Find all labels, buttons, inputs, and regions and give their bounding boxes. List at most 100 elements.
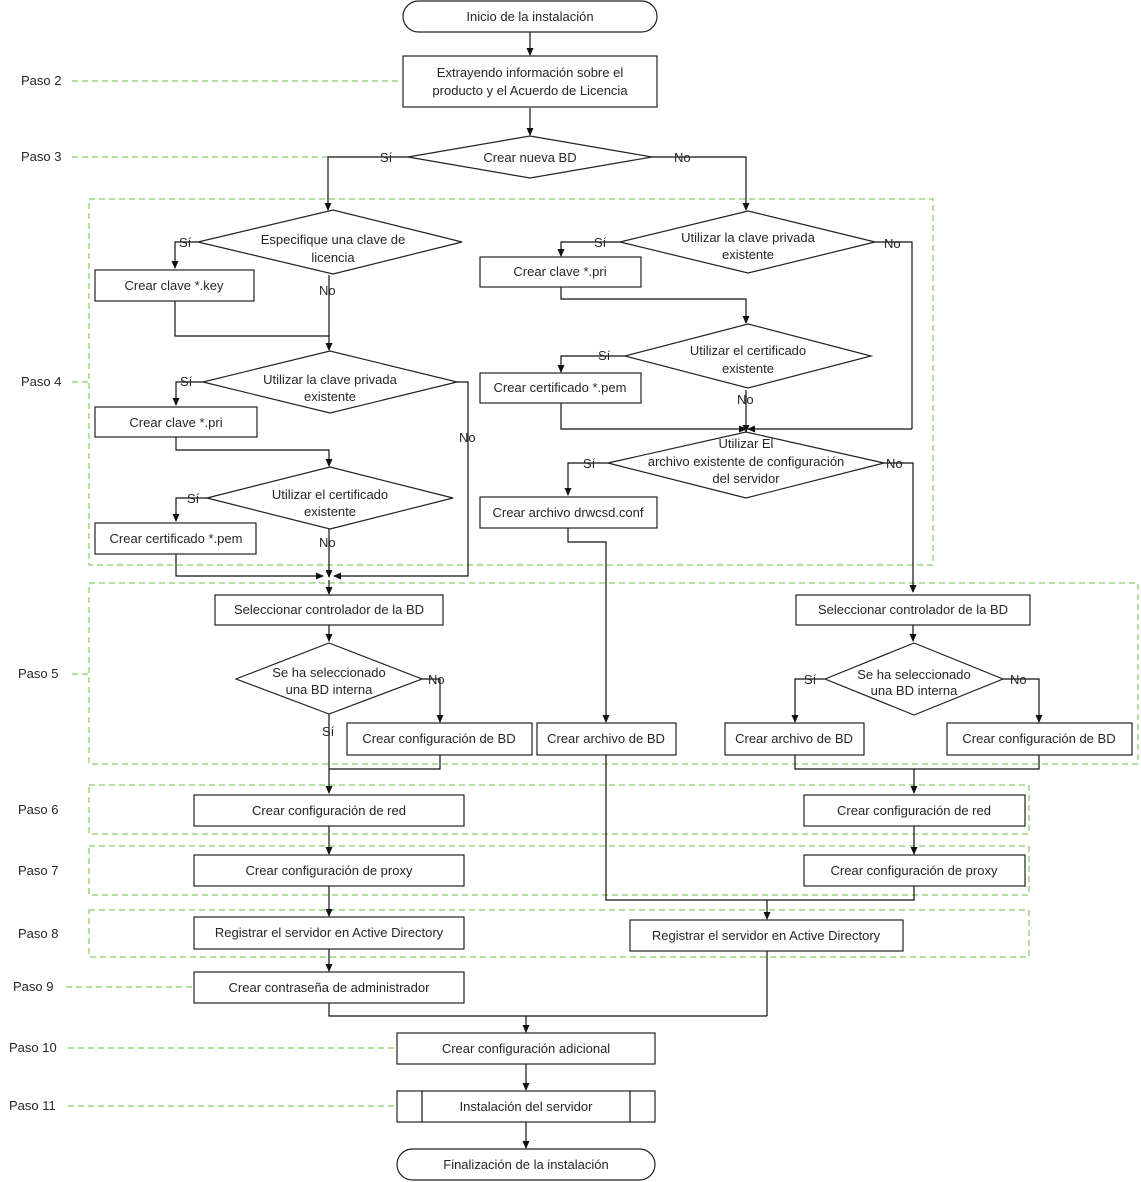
step-label-7: Paso 7 (18, 863, 58, 878)
create-key-label: Crear clave *.key (125, 278, 224, 293)
select-driver-box-right (795, 594, 1031, 626)
create-pem-box-right (479, 372, 642, 404)
yes-label: Sí (322, 724, 335, 739)
step-label-8: Paso 8 (18, 926, 58, 941)
extract-info-box (402, 55, 658, 108)
private-key-decision-right (619, 210, 876, 274)
create-pri-label-right: Crear clave *.pri (513, 264, 606, 279)
private-key-label-right: existente (722, 247, 774, 262)
db-file-box-right (724, 722, 865, 756)
certificate-label-right: Utilizar el certificado (690, 343, 806, 358)
db-config-box-left (346, 722, 533, 756)
step-label-2: Paso 2 (21, 73, 61, 88)
license-key-label: licencia (311, 250, 355, 265)
license-key-decision (197, 209, 463, 275)
config-file-label: archivo existente de configuración (648, 454, 845, 469)
step-label-9: Paso 9 (13, 979, 53, 994)
network-config-box-left (193, 794, 465, 827)
select-driver-label-right: Seleccionar controlador de la BD (818, 602, 1008, 617)
select-driver-label-left: Seleccionar controlador de la BD (234, 602, 424, 617)
yes-label: Sí (180, 374, 193, 389)
active-directory-box-right (629, 919, 904, 952)
step-regions (88, 198, 1139, 958)
no-label: No (737, 392, 754, 407)
branch-labels: Sí No Sí No Sí No Sí No Sí No Sí No Sí N… (179, 150, 1027, 739)
db-file-label-mid: Crear archivo de BD (547, 731, 665, 746)
create-pri-box-left (94, 406, 258, 438)
proxy-config-box-left (193, 854, 465, 887)
certificate-label-left: existente (304, 504, 356, 519)
network-config-label-right: Crear configuración de red (837, 803, 991, 818)
db-file-box-mid (536, 722, 677, 756)
network-config-label-left: Crear configuración de red (252, 803, 406, 818)
internal-db-label-left: una BD interna (286, 682, 373, 697)
step-4-region (88, 198, 934, 566)
create-pri-box-right (479, 256, 642, 288)
create-conf-file-box (479, 496, 658, 529)
extra-config-label: Crear configuración adicional (442, 1041, 610, 1056)
private-key-label-left: existente (304, 389, 356, 404)
select-driver-box-left (214, 594, 444, 626)
step-label-5: Paso 5 (18, 666, 58, 681)
step-label-4: Paso 4 (21, 374, 61, 389)
admin-password-label: Crear contraseña de administrador (229, 980, 431, 995)
internal-db-label-left: Se ha seleccionado (272, 665, 385, 680)
certificate-label-left: Utilizar el certificado (272, 487, 388, 502)
yes-label: Sí (804, 672, 817, 687)
no-label: No (1010, 672, 1027, 687)
create-key-box (94, 269, 255, 302)
no-label: No (884, 236, 901, 251)
no-label: No (428, 672, 445, 687)
end-terminal (396, 1148, 656, 1181)
step-labels: Paso 2 Paso 3 Paso 4 Paso 5 Paso 6 Paso … (9, 73, 400, 1113)
active-directory-label-left: Registrar el servidor en Active Director… (215, 925, 444, 940)
step-5-region (88, 582, 1139, 765)
no-label: No (886, 456, 903, 471)
certificate-label-right: existente (722, 361, 774, 376)
no-label: No (459, 430, 476, 445)
create-pem-label-right: Crear certificado *.pem (494, 380, 627, 395)
create-db-label: Crear nueva BD (483, 150, 576, 165)
create-db-decision (407, 135, 653, 179)
no-label: No (319, 535, 336, 550)
step-8-region (88, 909, 1030, 958)
server-install-label: Instalación del servidor (460, 1099, 594, 1114)
create-pem-label-left: Crear certificado *.pem (110, 531, 243, 546)
step-label-6: Paso 6 (18, 802, 58, 817)
db-file-label-right: Crear archivo de BD (735, 731, 853, 746)
step-label-11: Paso 11 (9, 1098, 56, 1113)
db-config-label-right: Crear configuración de BD (962, 731, 1115, 746)
connectors (171, 32, 1043, 1149)
extract-info-label: Extrayendo información sobre el (437, 65, 624, 80)
proxy-config-label-right: Crear configuración de proxy (831, 863, 998, 878)
network-config-box-right (803, 794, 1026, 827)
internal-db-label-right: una BD interna (871, 683, 958, 698)
yes-label: Sí (179, 235, 192, 250)
nodes: Inicio de la instalación Extrayendo info… (94, 0, 1133, 1181)
certificate-decision-right (622, 323, 874, 389)
yes-label: Sí (594, 235, 607, 250)
db-config-label-left: Crear configuración de BD (362, 731, 515, 746)
private-key-label-right: Utilizar la clave privada (681, 230, 815, 245)
active-directory-label-right: Registrar el servidor en Active Director… (652, 928, 881, 943)
step-7-region (88, 845, 1030, 896)
create-conf-file-label: Crear archivo drwcsd.conf (493, 505, 644, 520)
create-pri-label-left: Crear clave *.pri (129, 415, 222, 430)
license-key-label: Especifique una clave de (261, 232, 406, 247)
internal-db-decision-right (823, 642, 1005, 716)
yes-label: Sí (380, 150, 393, 165)
db-config-box-right (946, 722, 1133, 756)
extract-info-label: producto y el Acuerdo de Licencia (432, 83, 628, 98)
end-label: Finalización de la instalación (443, 1157, 608, 1172)
step-label-10: Paso 10 (9, 1040, 57, 1055)
yes-label: Sí (583, 456, 596, 471)
yes-label: Sí (598, 348, 611, 363)
server-install-box (396, 1090, 656, 1123)
proxy-config-label-left: Crear configuración de proxy (246, 863, 413, 878)
start-label: Inicio de la instalación (466, 9, 593, 24)
internal-db-decision-left (234, 642, 424, 715)
config-file-label: Utilizar El (719, 436, 774, 451)
admin-password-box (193, 971, 465, 1004)
active-directory-box-left (193, 916, 465, 950)
